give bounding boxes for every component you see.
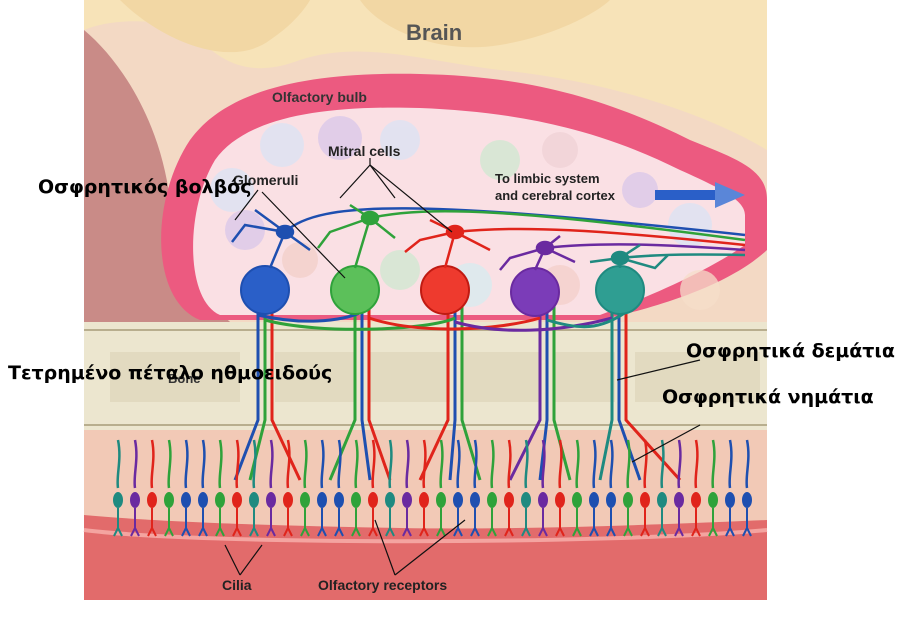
receptor-neuron	[589, 439, 599, 537]
receptor-neuron	[453, 439, 463, 537]
glomeruli-label: Glomeruli	[233, 172, 298, 188]
olfactory-receptors-label: Olfactory receptors	[318, 577, 447, 593]
cribriform-plate-greek-label: Τετρημένο πέταλο ηθμοειδούς	[8, 362, 333, 384]
receptor-neuron	[351, 439, 361, 537]
receptor-neuron	[402, 439, 412, 537]
glomerulus-red	[420, 265, 470, 315]
brain-label: Brain	[406, 20, 462, 45]
glomerular-connectors	[257, 310, 627, 332]
receptor-neuron	[657, 439, 667, 537]
mitral-cells-label: Mitral cells	[328, 143, 401, 159]
receptor-neuron	[572, 439, 582, 537]
receptor-neuron	[215, 439, 225, 537]
receptor-neuron	[521, 439, 531, 537]
receptor-neuron	[249, 439, 259, 537]
left-tissue	[84, 30, 240, 330]
receptor-neuron	[623, 439, 633, 537]
glomerulus-blue	[240, 265, 290, 315]
olfactory-tracts-greek-label: Οσφρητικά δεμάτια	[686, 340, 895, 362]
mitral-axons	[284, 207, 746, 260]
glomerulus-green	[330, 265, 380, 315]
cilia-label: Cilia	[222, 577, 252, 593]
olfactory-filaments-greek-label: Οσφρητικά νημάτια	[662, 386, 874, 408]
receptor-neuron	[113, 439, 123, 537]
bone-label: Bone	[168, 371, 201, 386]
receptor-neuron	[674, 439, 684, 537]
receptor-neuron	[606, 439, 616, 537]
receptor-neuron	[742, 439, 752, 537]
olfactory-receptors	[113, 439, 752, 537]
receptor-neuron	[385, 439, 395, 537]
receptor-neuron	[555, 439, 565, 537]
receptor-neuron	[708, 439, 718, 537]
glomerulus-purple	[510, 267, 560, 317]
receptor-neuron	[436, 439, 446, 537]
receptor-neuron	[691, 439, 701, 537]
receptor-neuron	[300, 439, 310, 537]
receptor-neuron	[538, 439, 548, 537]
receptor-neuron	[317, 439, 327, 537]
limbic-label-line2: and cerebral cortex	[495, 188, 616, 203]
receptor-neuron	[504, 439, 514, 537]
receptor-neuron	[181, 439, 191, 537]
glomerulus-teal	[595, 265, 645, 315]
bulb-cell-bubbles	[210, 116, 720, 310]
receptor-neuron	[232, 439, 242, 537]
receptor-neuron	[368, 439, 378, 537]
receptor-neuron	[164, 439, 174, 537]
receptor-neuron	[725, 439, 735, 537]
receptor-neuron	[283, 439, 293, 537]
olfactory-bulb-label: Olfactory bulb	[272, 89, 367, 105]
receptor-neuron	[266, 439, 276, 537]
receptor-neuron	[198, 439, 208, 537]
limbic-label-line1: To limbic system	[495, 171, 600, 186]
receptor-neuron	[640, 439, 650, 537]
brain-fold	[120, 0, 310, 53]
brain-fold	[360, 0, 610, 48]
nasal-epithelium	[84, 515, 767, 600]
receptor-neuron	[334, 439, 344, 537]
cortex-arrow	[655, 182, 745, 208]
pointer-lines	[224, 158, 701, 576]
receptor-neuron	[487, 439, 497, 537]
receptor-neuron	[419, 439, 429, 537]
receptor-neuron	[470, 439, 480, 537]
receptor-neuron	[130, 439, 140, 537]
mitral-cells	[231, 203, 669, 271]
receptor-neuron	[147, 439, 157, 537]
olfactory-bulb-greek-label: Οσφρητικός βολβός	[38, 176, 252, 198]
